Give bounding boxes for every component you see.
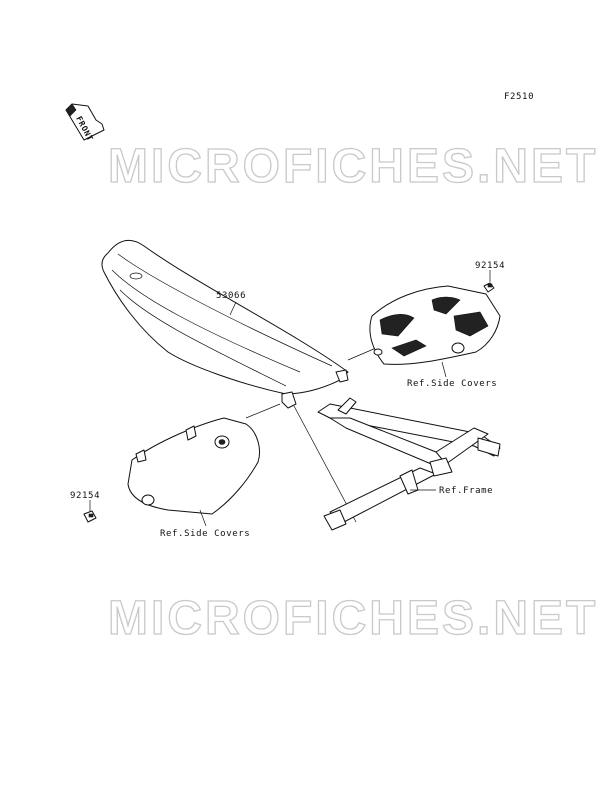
front-arrow-icon: FRONT (65, 103, 105, 143)
bolt-right (483, 270, 495, 293)
bolt-right-part-number: 92154 (475, 261, 505, 271)
locator-line-seat-front (245, 403, 281, 419)
seat-part (101, 239, 349, 409)
figure-code: F2510 (504, 92, 534, 102)
right-side-cover (369, 285, 501, 378)
subframe (317, 397, 501, 531)
locator-line-seat-rear (347, 347, 377, 361)
left-side-cover (127, 417, 260, 527)
ref-side-covers-left-label: Ref.Side Covers (160, 529, 250, 539)
seat-part-number: 53066 (216, 291, 246, 301)
locator-line-seat-frame (293, 405, 357, 523)
bolt-left-part-number: 92154 (70, 491, 100, 501)
watermark-bottom: MICROFICHES.NET (108, 592, 598, 645)
watermark-top: MICROFICHES.NET (108, 140, 598, 193)
bolt-left (83, 500, 97, 523)
ref-side-covers-right-label: Ref.Side Covers (407, 379, 497, 389)
ref-frame-label: Ref.Frame (439, 486, 493, 496)
